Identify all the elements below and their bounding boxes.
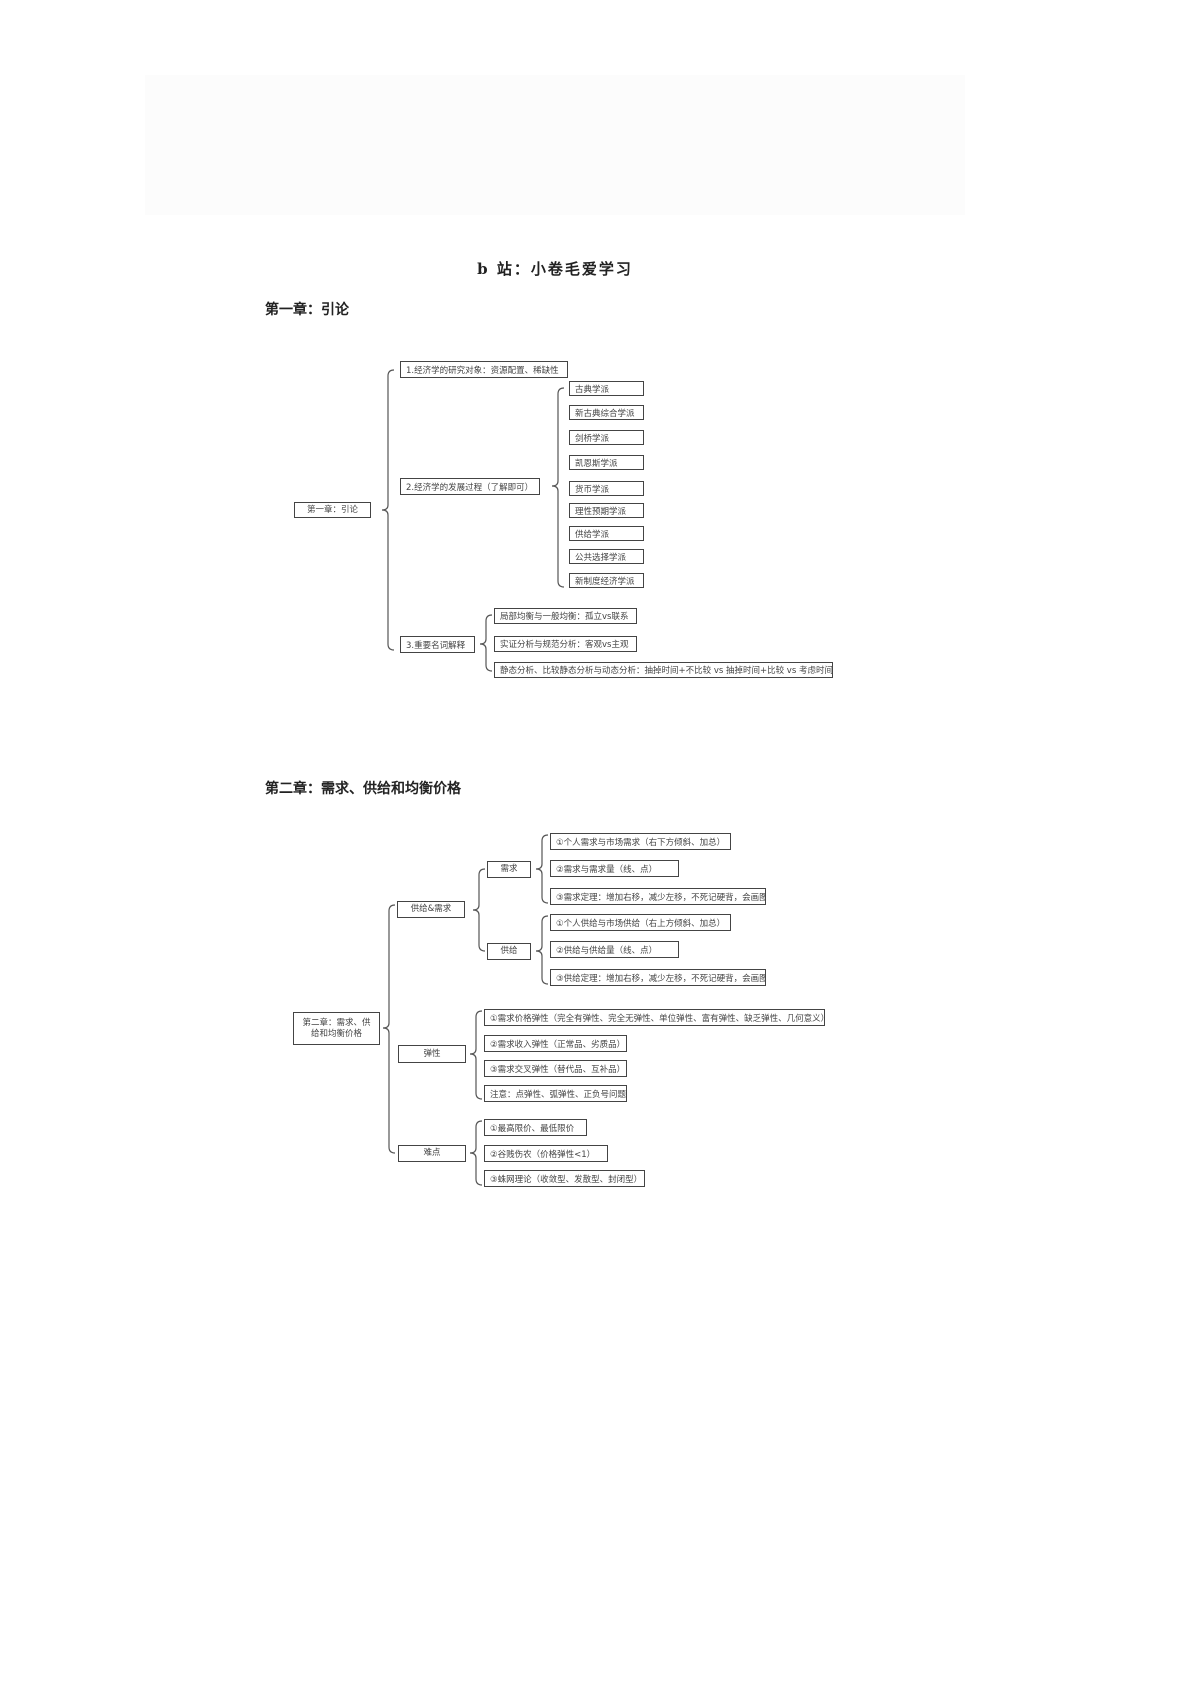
- ch2-node-demand: 需求: [487, 861, 531, 878]
- school-node: 凯恩斯学派: [569, 455, 644, 470]
- faint-header-area: [145, 75, 965, 215]
- difficulty-item: ③蛛网理论（收敛型、发散型、封闭型）: [484, 1170, 645, 1187]
- supply-item: ③供给定理：增加右移，减少左移，不死记硬背，会画图: [550, 969, 766, 986]
- ch1-root-node: 第一章：引论: [294, 502, 371, 518]
- school-node: 剑桥学派: [569, 430, 644, 445]
- term-node: 局部均衡与一般均衡：孤立vs联系: [494, 608, 637, 624]
- school-node: 古典学派: [569, 381, 644, 396]
- ch1-node-development: 2.经济学的发展过程（了解即可）: [400, 478, 540, 495]
- ch2-root-node: 第二章：需求、供给和均衡价格: [293, 1012, 380, 1045]
- demand-item: ②需求与需求量（线、点）: [550, 860, 679, 877]
- ch2-node-difficulty: 难点: [398, 1145, 466, 1162]
- elasticity-item: ①需求价格弹性（完全有弹性、完全无弹性、单位弹性、富有弹性、缺乏弹性、几何意义）: [484, 1009, 825, 1026]
- ch2-node-elasticity: 弹性: [398, 1045, 466, 1063]
- term-node: 实证分析与规范分析：客观vs主观: [494, 636, 637, 652]
- ch2-node-supply-demand: 供给&需求: [397, 901, 465, 918]
- ch1-node-research-object: 1.经济学的研究对象：资源配置、稀缺性: [400, 361, 568, 378]
- school-node: 货币学派: [569, 481, 644, 496]
- elasticity-item: ③需求交叉弹性（替代品、互补品）: [484, 1060, 627, 1077]
- difficulty-item: ①最高限价、最低限价: [484, 1119, 587, 1136]
- chapter2-heading: 第二章：需求、供给和均衡价格: [265, 781, 461, 797]
- supply-item: ①个人供给与市场供给（右上方倾斜、加总）: [550, 914, 731, 931]
- page-title: b 站：小卷毛爱学习: [477, 260, 633, 278]
- ch1-node-terms: 3.重要名词解释: [400, 636, 475, 653]
- chapter1-heading: 第一章：引论: [265, 302, 349, 318]
- school-node: 新制度经济学派: [569, 573, 644, 588]
- term-node: 静态分析、比较静态分析与动态分析：抽掉时间+不比较 vs 抽掉时间+比较 vs …: [494, 662, 833, 678]
- difficulty-item: ②谷贱伤农（价格弹性<1）: [484, 1145, 608, 1162]
- school-node: 新古典综合学派: [569, 405, 644, 420]
- elasticity-item: ②需求收入弹性（正常品、劣质品）: [484, 1035, 627, 1052]
- school-node: 供给学派: [569, 526, 644, 541]
- elasticity-item: 注意：点弹性、弧弹性、正负号问题: [484, 1085, 627, 1102]
- ch2-node-supply: 供给: [487, 943, 531, 960]
- supply-item: ②供给与供给量（线、点）: [550, 941, 679, 958]
- demand-item: ①个人需求与市场需求（右下方倾斜、加总）: [550, 833, 731, 850]
- school-node: 公共选择学派: [569, 549, 644, 564]
- demand-item: ③需求定理：增加右移，减少左移，不死记硬背，会画图: [550, 888, 766, 905]
- school-node: 理性预期学派: [569, 503, 644, 518]
